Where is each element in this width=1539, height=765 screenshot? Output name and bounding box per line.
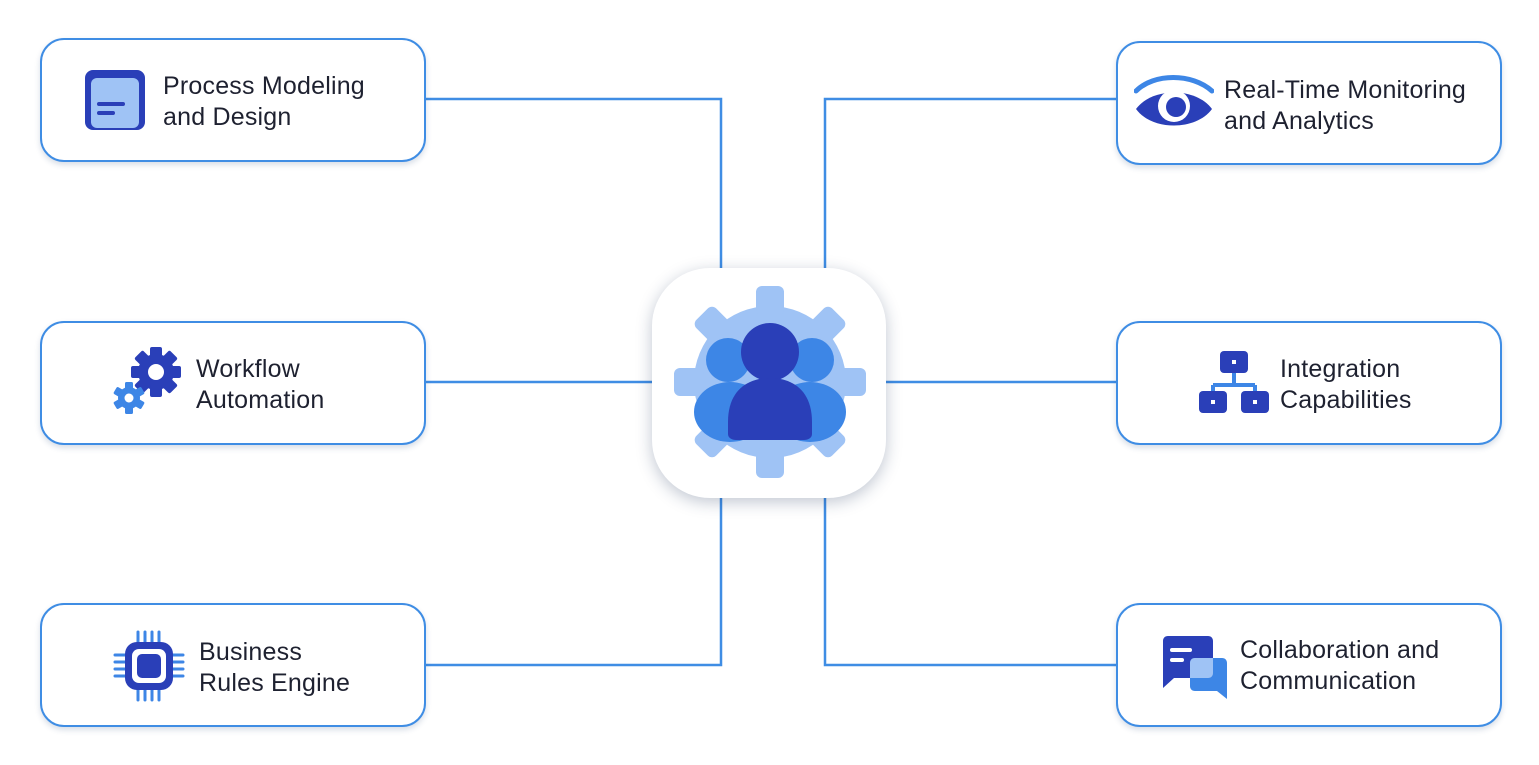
eye-icon bbox=[1134, 75, 1214, 126]
chip-icon bbox=[113, 630, 185, 702]
card-label: Real-Time Monitoring and Analytics bbox=[1224, 75, 1466, 137]
connector-business-rules bbox=[425, 496, 723, 667]
card-label-line2: Rules Engine bbox=[199, 669, 351, 697]
central-hub bbox=[652, 268, 886, 498]
card-label-line1: Workflow bbox=[196, 355, 300, 383]
document-icon bbox=[85, 70, 145, 130]
card-label: Business Rules Engine bbox=[199, 637, 350, 699]
card-workflow-automation[interactable]: Workflow Automation bbox=[40, 321, 426, 445]
gears-icon bbox=[113, 347, 181, 414]
card-label-line2: Automation bbox=[196, 386, 325, 414]
card-label-line1: Real-Time Monitoring bbox=[1224, 76, 1467, 104]
card-label-line1: Business bbox=[199, 638, 303, 666]
card-label: Process Modeling and Design bbox=[163, 71, 365, 133]
card-label-line2: Capabilities bbox=[1280, 386, 1412, 414]
card-real-time-monitoring[interactable]: Real-Time Monitoring and Analytics bbox=[1116, 41, 1502, 165]
connector-process-modeling bbox=[425, 97, 723, 270]
card-label-line1: Integration bbox=[1280, 355, 1401, 383]
card-process-modeling[interactable]: Process Modeling and Design bbox=[40, 38, 426, 162]
card-business-rules[interactable]: Business Rules Engine bbox=[40, 603, 426, 727]
card-collaboration[interactable]: Collaboration and Communication bbox=[1116, 603, 1502, 727]
connector-collaboration bbox=[823, 496, 1119, 667]
card-label-line1: Collaboration and bbox=[1240, 636, 1440, 664]
card-integration[interactable]: Integration Capabilities bbox=[1116, 321, 1502, 445]
user-gear-icon bbox=[674, 286, 866, 478]
card-label-line2: and Design bbox=[163, 103, 292, 131]
connector-real-time-monitoring bbox=[823, 97, 1119, 270]
card-label: Integration Capabilities bbox=[1280, 354, 1412, 416]
card-label-line2: Communication bbox=[1240, 667, 1417, 695]
card-label: Workflow Automation bbox=[196, 354, 324, 416]
chat-icon bbox=[1163, 636, 1227, 699]
card-label-line1: Process Modeling bbox=[163, 72, 365, 100]
hierarchy-icon bbox=[1199, 351, 1269, 413]
card-label: Collaboration and Communication bbox=[1240, 635, 1439, 697]
card-label-line2: and Analytics bbox=[1224, 107, 1374, 135]
